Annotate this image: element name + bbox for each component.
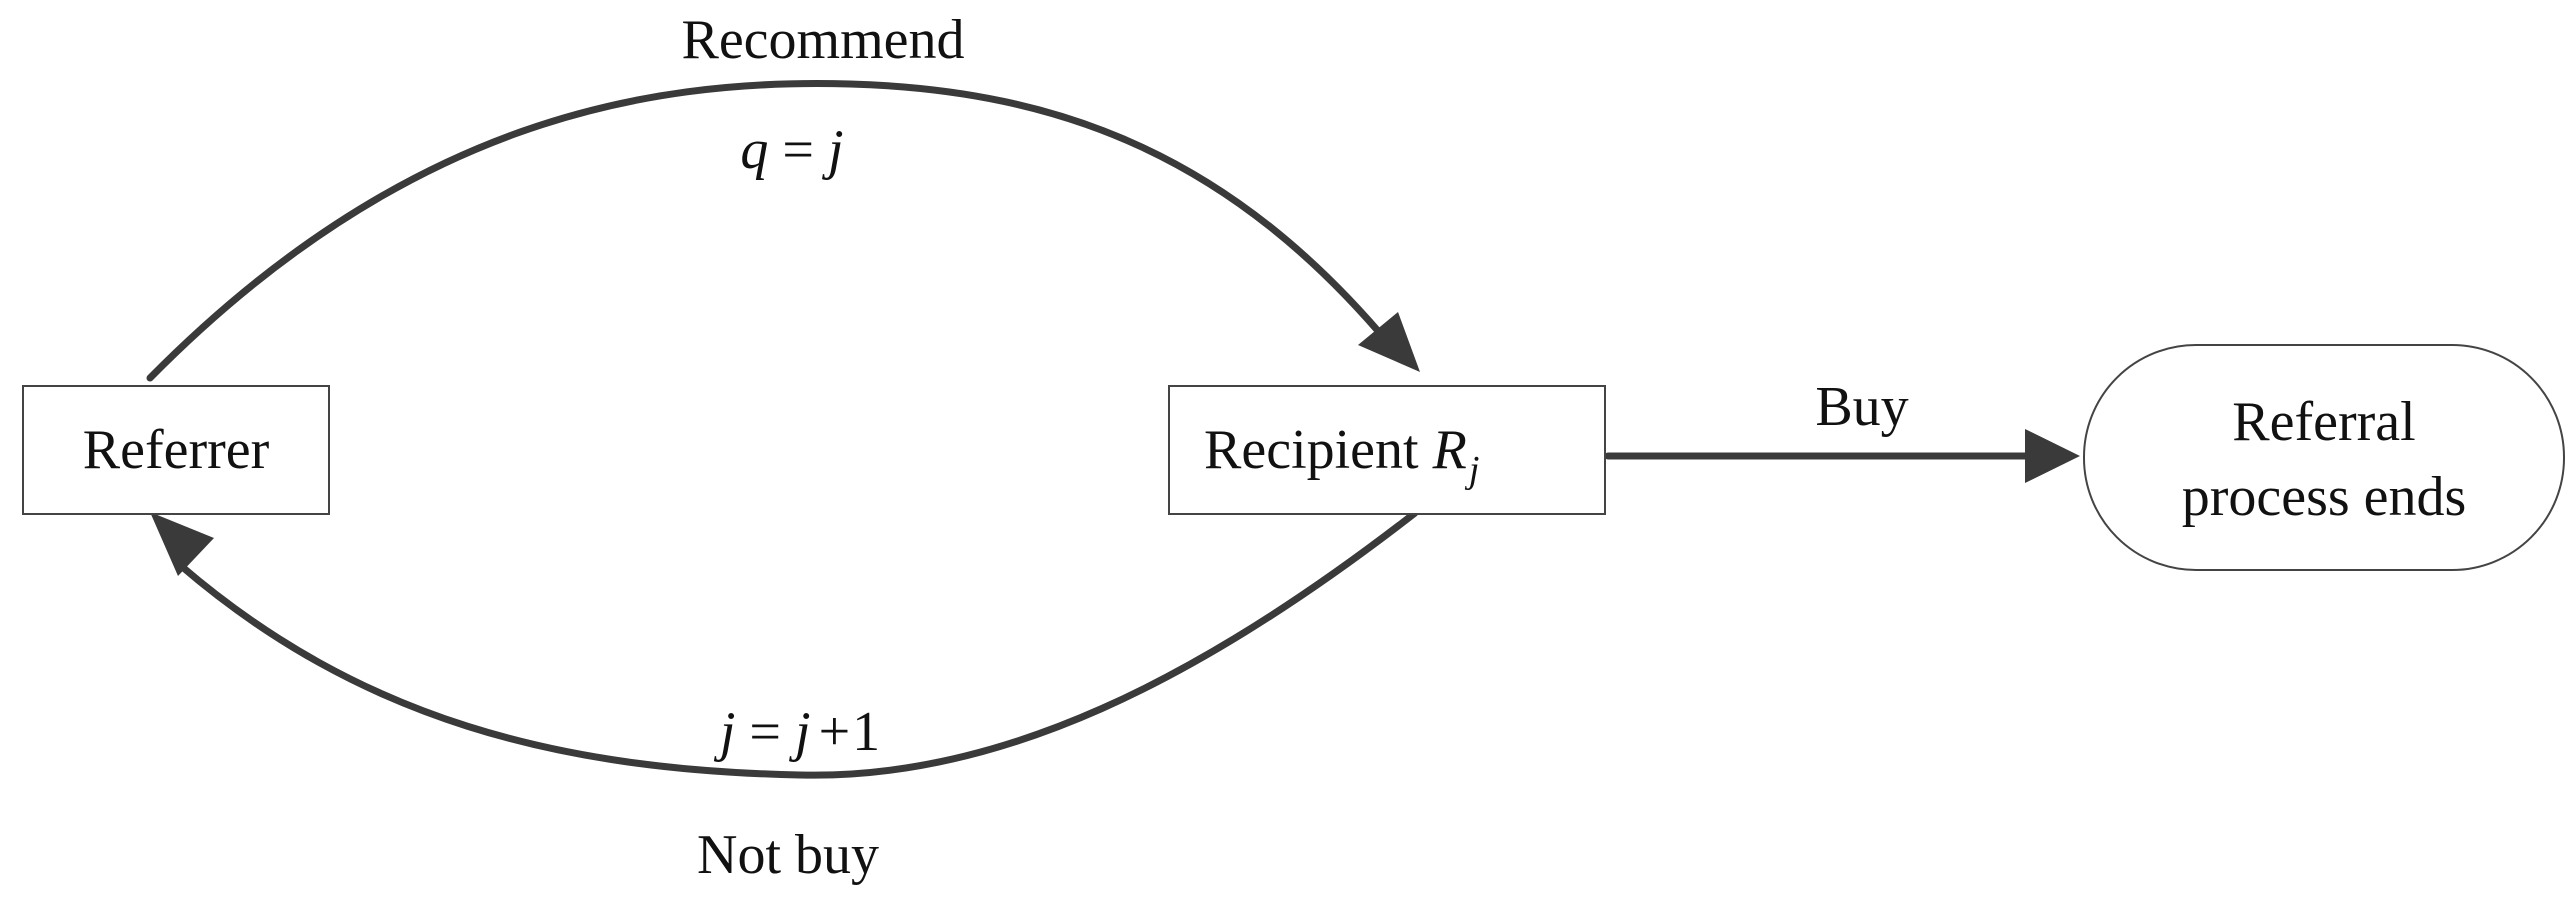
- end-label-line2: process ends: [2182, 466, 2467, 528]
- recommend-label: Recommend: [681, 9, 964, 71]
- not-buy-formula-op: =: [749, 701, 781, 763]
- referrer-node: Referrer: [22, 385, 330, 515]
- end-label-line1: Referral: [2232, 391, 2415, 453]
- buy-label: Buy: [1815, 376, 1908, 438]
- recipient-word: Recipient: [1204, 419, 1419, 481]
- recommend-arrow: [146, 80, 1420, 382]
- not-buy-label: Not buy: [697, 824, 879, 886]
- not-buy-formula: j=j+1: [714, 701, 880, 763]
- recommend-formula: q=j: [740, 119, 843, 181]
- not-buy-formula-lhs: j: [714, 701, 736, 763]
- recommend-formula-op: =: [782, 119, 814, 181]
- not-buy-arrow: [150, 509, 1419, 779]
- not-buy-formula-one: 1: [852, 701, 880, 763]
- referrer-label: Referrer: [83, 419, 270, 481]
- not-buy-formula-rhs: j: [789, 701, 811, 763]
- buy-arrow: [1604, 429, 2080, 483]
- recipient-var: R: [1432, 419, 1467, 481]
- recommend-formula-var: q: [740, 119, 768, 181]
- referral-end-node: Referral process ends: [2083, 344, 2565, 571]
- recommend-formula-val: j: [822, 119, 844, 181]
- not-buy-formula-plus: +: [819, 701, 851, 763]
